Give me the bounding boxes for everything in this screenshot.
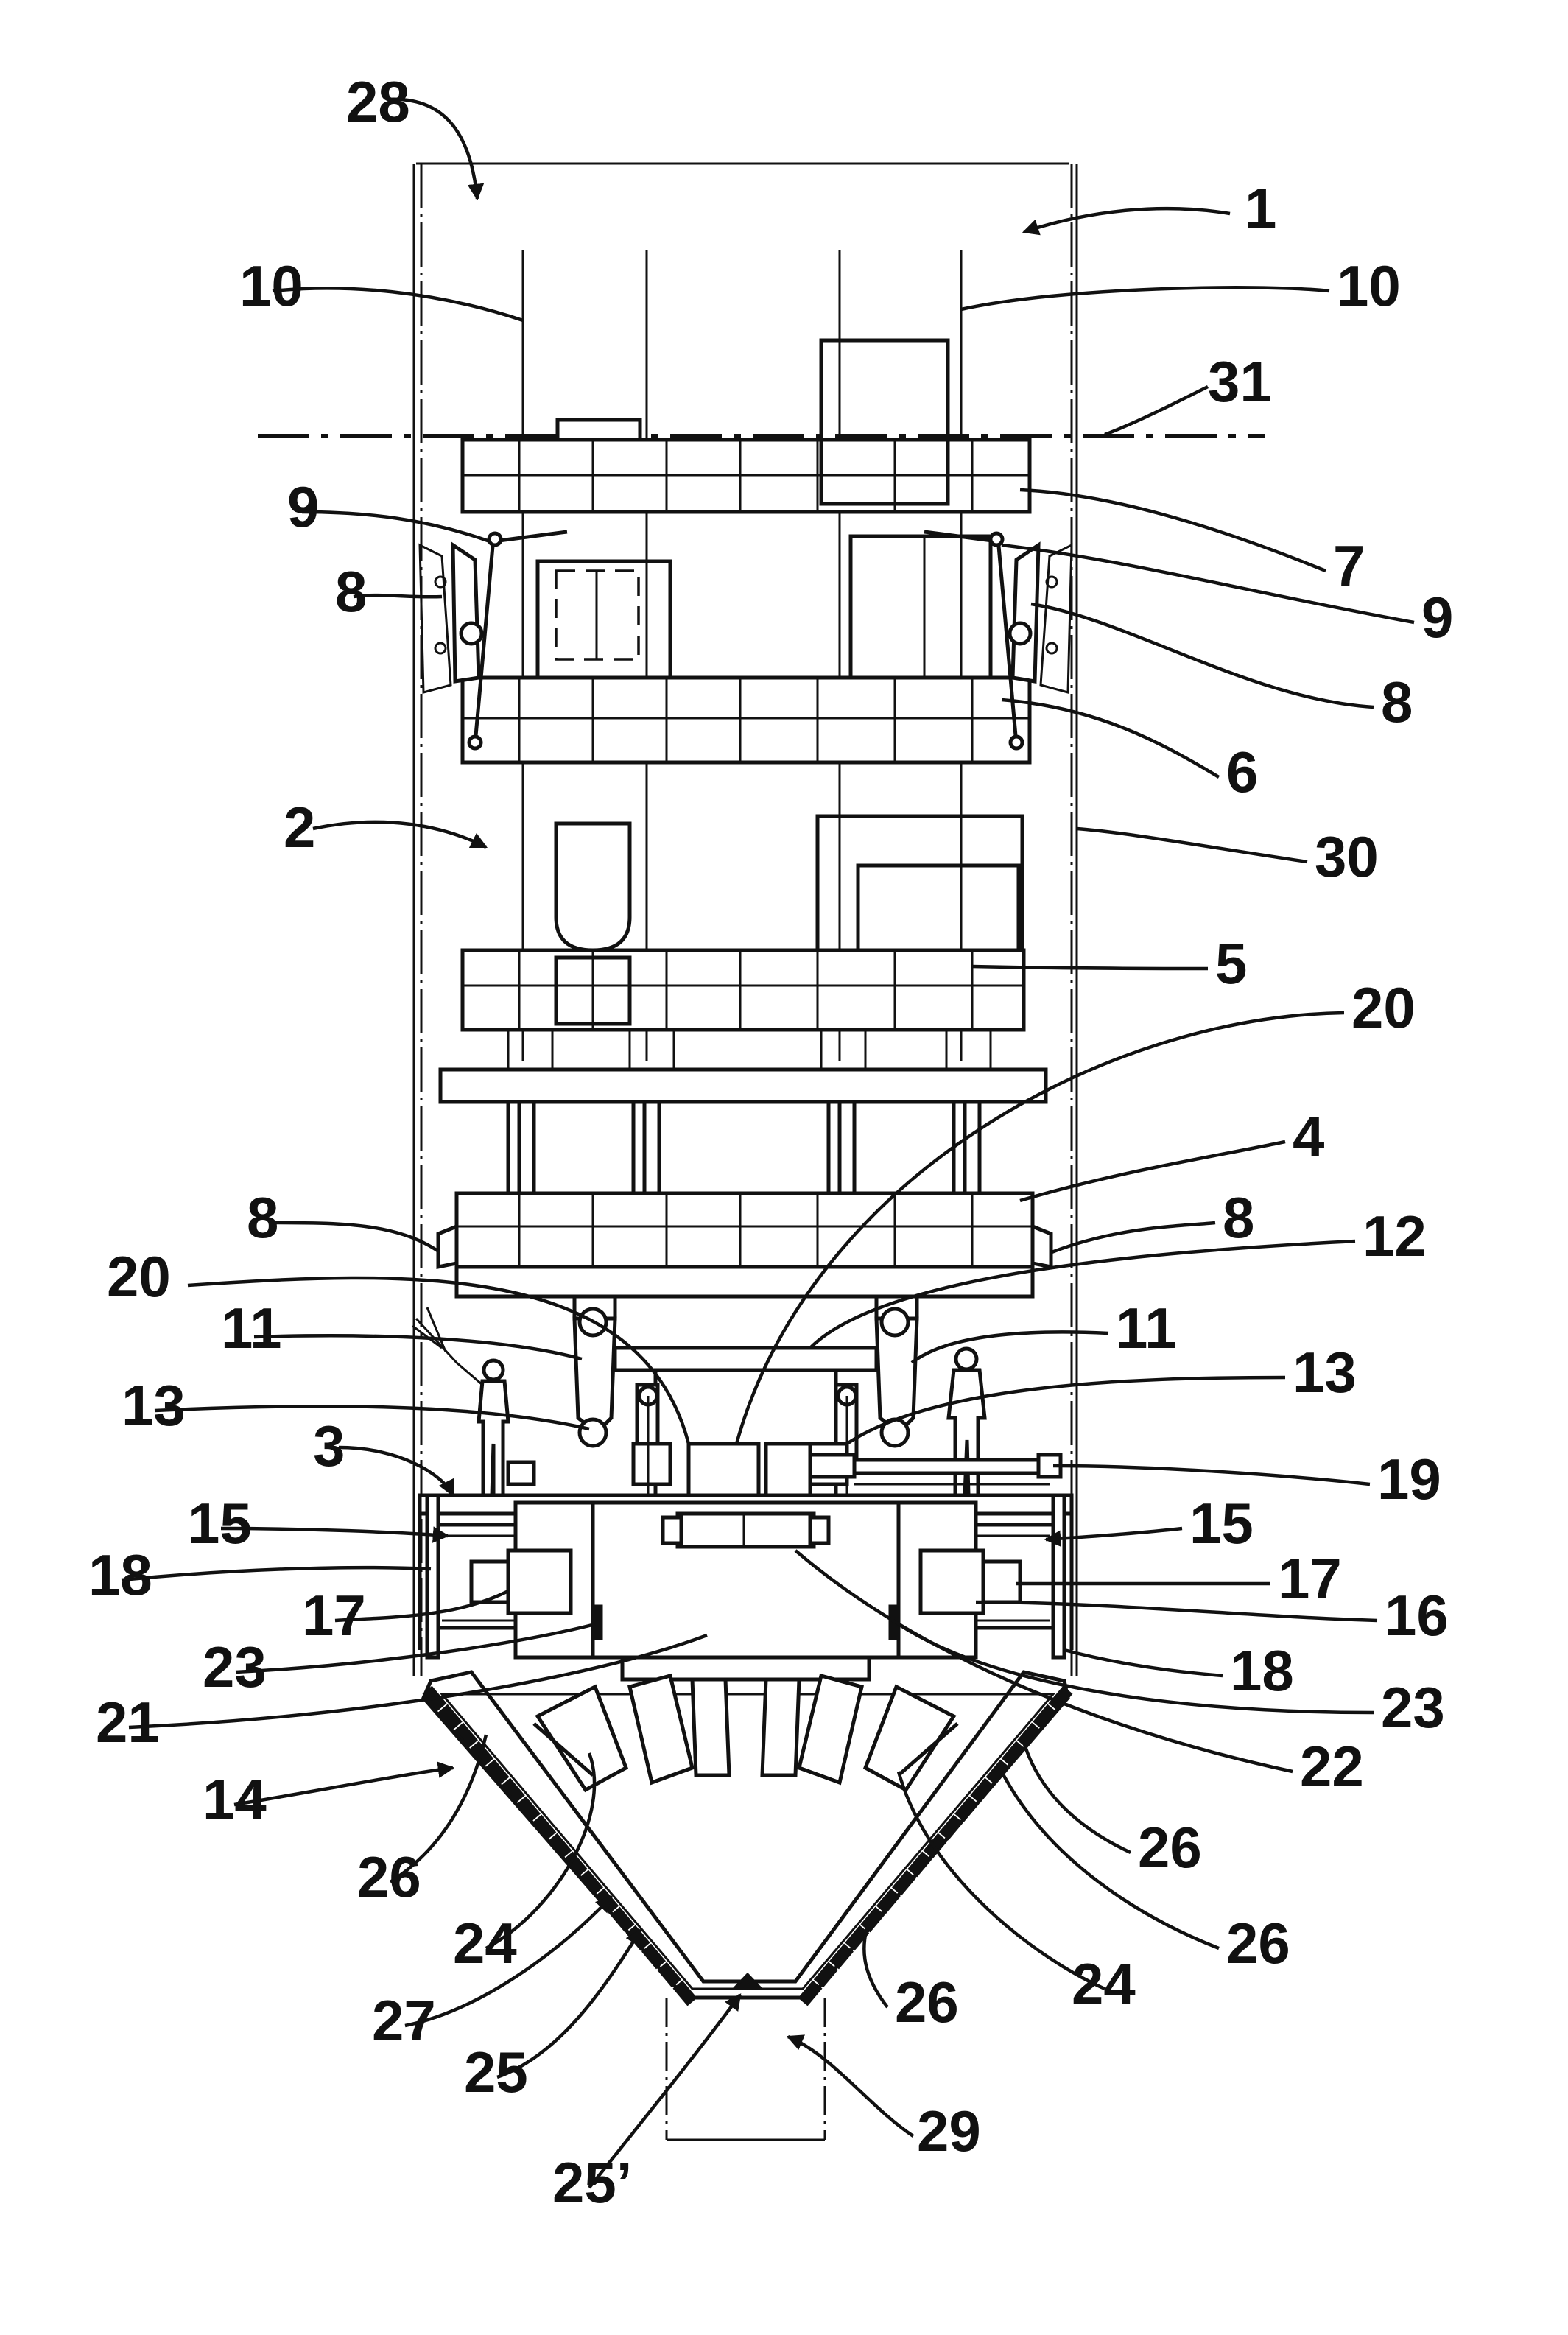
reference-label-ref-13-right: 13	[1293, 1340, 1357, 1405]
reference-label-ref-10-left: 10	[239, 253, 303, 318]
reference-label-ref-8-left-lower: 8	[247, 1185, 278, 1250]
reference-label-ref-18-left: 18	[88, 1542, 152, 1607]
reference-label-ref-2: 2	[284, 795, 315, 860]
reference-label-ref-7: 7	[1333, 533, 1365, 598]
reference-label-ref-21: 21	[96, 1690, 160, 1755]
reference-label-ref-19: 19	[1377, 1447, 1441, 1511]
reference-label-ref-17-left: 17	[302, 1583, 366, 1648]
reference-label-ref-6: 6	[1226, 740, 1258, 804]
reference-label-ref-16: 16	[1385, 1583, 1449, 1648]
reference-label-ref-9-right: 9	[1421, 585, 1453, 650]
cutting-teeth	[424, 1688, 1072, 2004]
reference-label-ref-5: 5	[1215, 931, 1247, 996]
reference-label-ref-10-right: 10	[1337, 253, 1401, 318]
cutting-head	[423, 1672, 1071, 2004]
reference-label-ref-20-lower: 20	[107, 1244, 171, 1309]
reference-label-ref-25: 25	[464, 2040, 528, 2104]
reference-label-ref-26-right-lower: 26	[1226, 1911, 1290, 1976]
column-section	[440, 1030, 1046, 1193]
reference-label-ref-15-right: 15	[1189, 1491, 1254, 1556]
reference-label-ref-28: 28	[346, 69, 410, 134]
pilot-bore	[667, 1998, 825, 2140]
reference-label-ref-9-left: 9	[287, 474, 319, 539]
reference-label-ref-13-left: 13	[122, 1373, 186, 1438]
reference-label-ref-17-right: 17	[1278, 1546, 1342, 1611]
reference-label-ref-12: 12	[1363, 1204, 1427, 1268]
reference-label-ref-26-right-upper: 26	[1138, 1815, 1202, 1880]
reference-label-ref-20-upper: 20	[1351, 975, 1416, 1040]
reference-label-ref-8-left-upper: 8	[335, 559, 367, 624]
reference-label-ref-27: 27	[372, 1988, 436, 2053]
reference-label-ref-4: 4	[1293, 1104, 1324, 1169]
reference-label-ref-23-left: 23	[203, 1634, 267, 1699]
middle-platform	[463, 536, 1030, 762]
reference-label-ref-26-left: 26	[357, 1844, 421, 1909]
reference-label-ref-11-right: 11	[1116, 1296, 1176, 1360]
reference-label-ref-8-right-lower: 8	[1223, 1185, 1254, 1250]
reference-label-ref-18-right: 18	[1230, 1638, 1294, 1703]
reference-label-ref-25-prime: 25’	[552, 2150, 632, 2215]
reference-label-ref-8-right-upper: 8	[1381, 670, 1413, 734]
platform-4	[438, 1193, 1051, 1296]
reference-label-ref-29: 29	[917, 2099, 981, 2163]
reference-label-ref-14: 14	[203, 1767, 267, 1832]
reference-label-ref-15-left: 15	[188, 1491, 252, 1556]
reference-label-ref-26-center: 26	[895, 1970, 959, 2034]
reference-labels: 2811010319879862305204881220111113133191…	[88, 69, 1453, 2215]
worker-left	[412, 1307, 534, 1495]
reference-label-ref-11-left: 11	[221, 1296, 281, 1360]
drive-housing	[593, 1503, 899, 1679]
reference-label-ref-23-right: 23	[1381, 1675, 1445, 1740]
reference-label-ref-22: 22	[1300, 1734, 1364, 1799]
reference-label-ref-3: 3	[313, 1414, 345, 1478]
reference-label-ref-24-right: 24	[1072, 1951, 1136, 2016]
reference-label-ref-30: 30	[1315, 824, 1379, 889]
reference-label-ref-24-left: 24	[453, 1911, 517, 1976]
upper-platform	[463, 340, 1030, 512]
platform-5	[463, 816, 1024, 1030]
reference-label-ref-31: 31	[1208, 349, 1272, 414]
reference-label-ref-1: 1	[1245, 176, 1276, 241]
